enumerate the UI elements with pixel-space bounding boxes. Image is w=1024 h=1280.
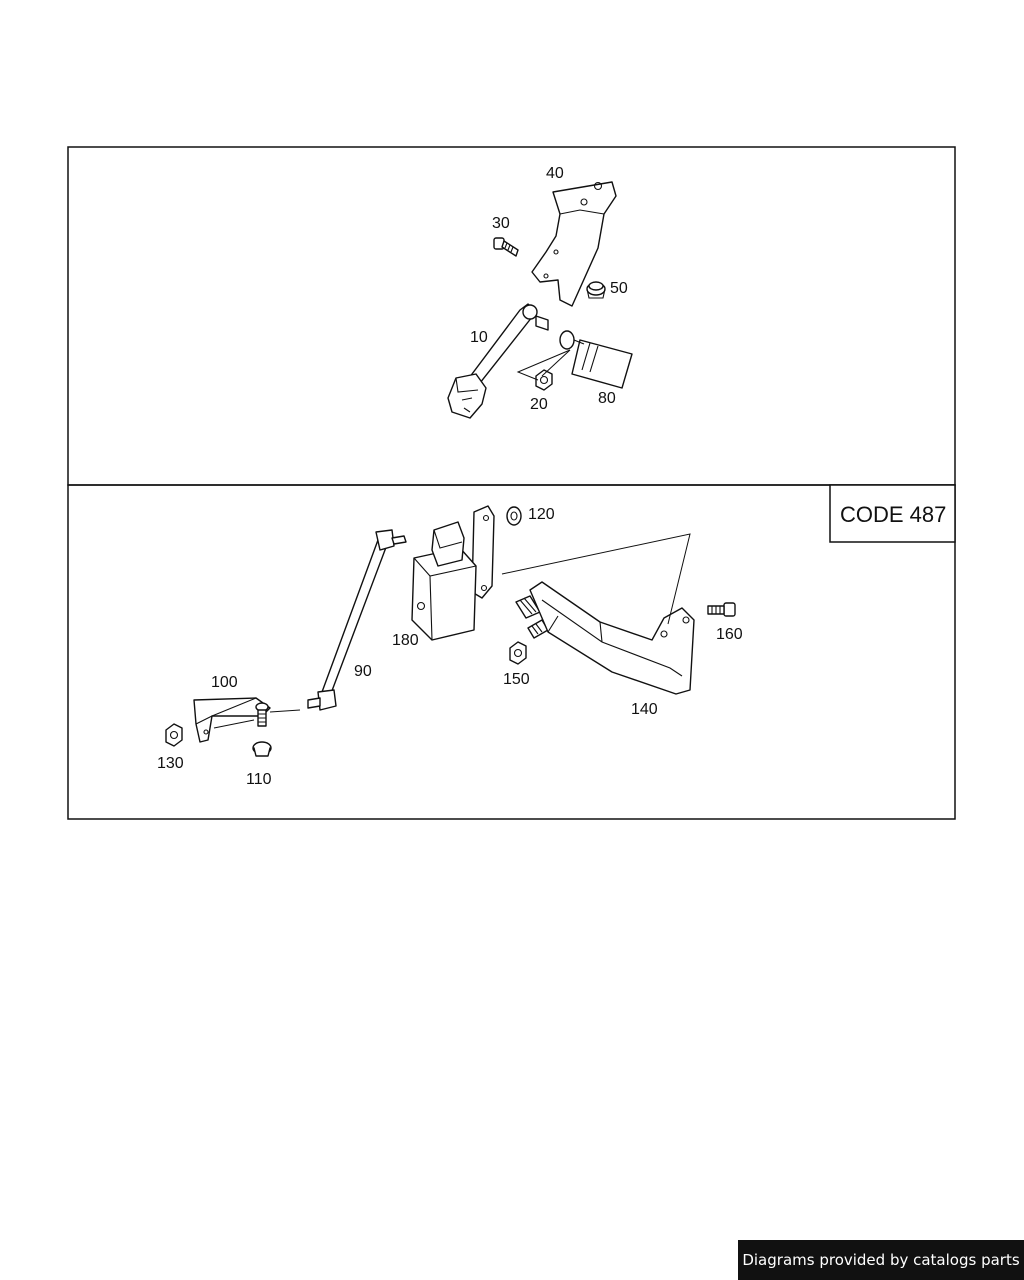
callout-130: 130 bbox=[157, 755, 184, 772]
callout-30: 30 bbox=[492, 215, 510, 232]
part-50-grommet[interactable] bbox=[586, 281, 606, 299]
callout-140: 140 bbox=[631, 701, 658, 718]
callout-150: 150 bbox=[503, 671, 530, 688]
part-10-linkage-rod[interactable] bbox=[447, 303, 549, 419]
part-160-bolt[interactable] bbox=[707, 602, 736, 617]
part-30-bolt[interactable] bbox=[493, 237, 519, 257]
callout-50: 50 bbox=[610, 280, 628, 297]
part-130-nut[interactable] bbox=[165, 723, 183, 747]
code-label: CODE 487 bbox=[840, 502, 946, 527]
callout-110: 110 bbox=[246, 771, 272, 788]
callout-100: 100 bbox=[211, 674, 238, 691]
code-box: CODE 487 bbox=[829, 484, 956, 543]
part-90-linkage-rod[interactable] bbox=[307, 529, 407, 711]
part-100-bracket[interactable] bbox=[193, 697, 271, 743]
part-80-sensor[interactable] bbox=[559, 330, 633, 389]
top-panel-frame bbox=[67, 146, 956, 486]
part-140-bracket[interactable] bbox=[529, 581, 695, 695]
callout-90: 90 bbox=[354, 663, 372, 680]
part-40-bracket[interactable] bbox=[531, 181, 617, 307]
callout-40: 40 bbox=[546, 165, 564, 182]
part-20-nut[interactable] bbox=[535, 369, 553, 391]
callout-20: 20 bbox=[530, 396, 548, 413]
callout-10: 10 bbox=[470, 329, 488, 346]
top-leader-lines bbox=[516, 349, 571, 381]
bottom-panel-frame bbox=[67, 484, 956, 820]
part-120-grommet[interactable] bbox=[506, 506, 522, 526]
footer-attribution: Diagrams provided by catalogs parts bbox=[738, 1240, 1024, 1280]
part-110-bolt[interactable] bbox=[252, 702, 272, 757]
callout-160: 160 bbox=[716, 626, 743, 643]
callout-120: 120 bbox=[528, 506, 555, 523]
callout-80: 80 bbox=[598, 390, 616, 407]
part-180-sensor[interactable] bbox=[411, 505, 495, 641]
bottom-leader-lines bbox=[213, 533, 691, 729]
callout-180: 180 bbox=[392, 632, 419, 649]
